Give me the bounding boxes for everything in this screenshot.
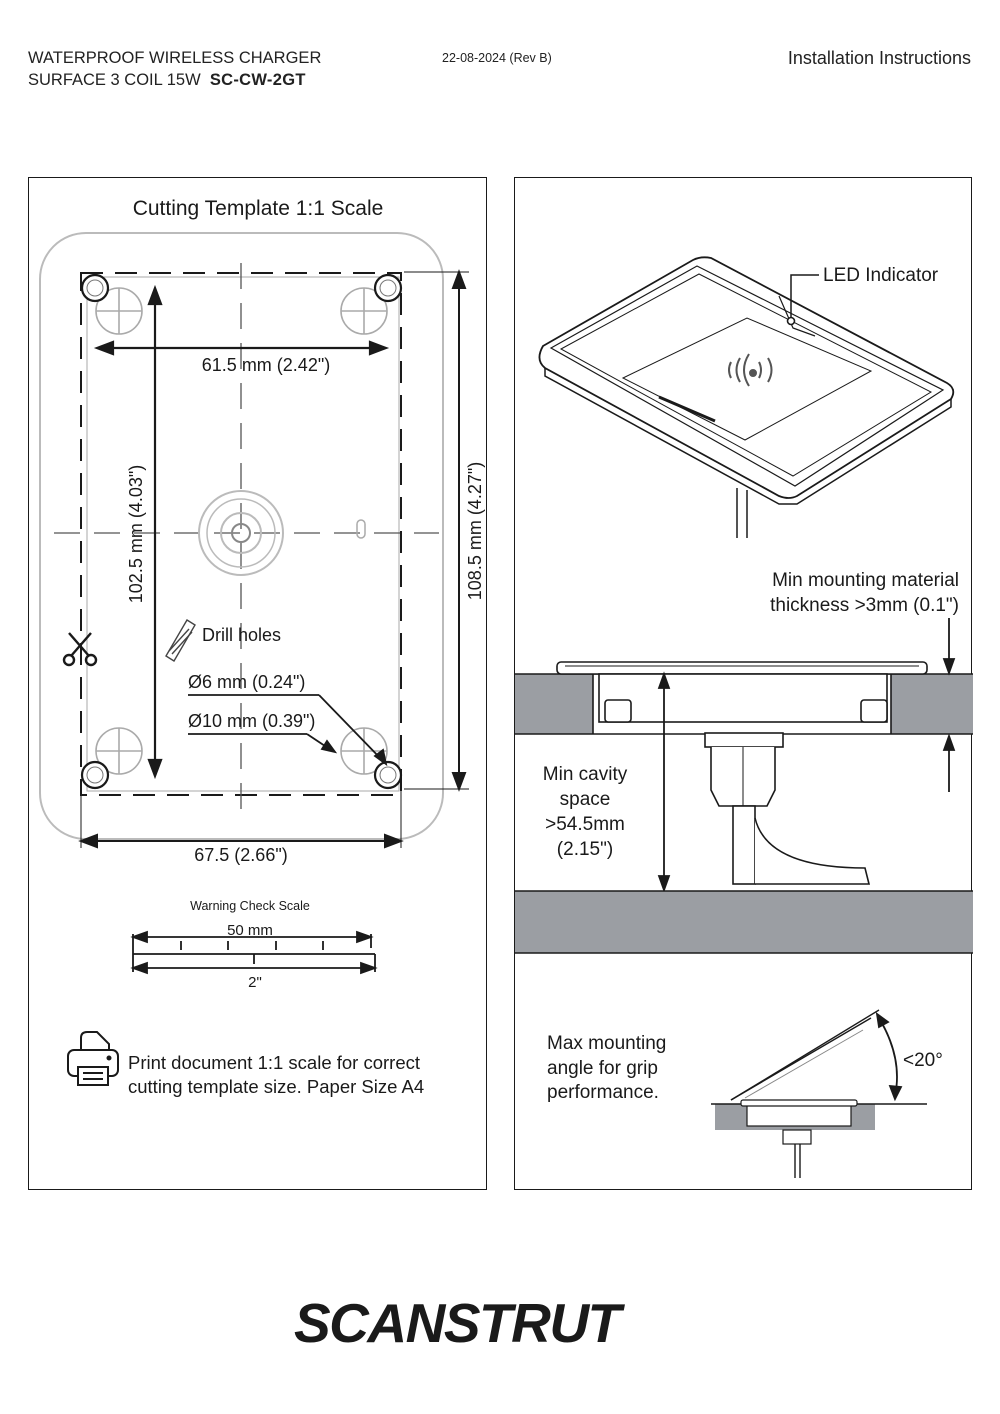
date-revision: 22-08-2024 (Rev B) (442, 51, 552, 65)
dim-hole-spacing-v-label: 102.5 mm (4.03") (126, 465, 146, 603)
dim-hole-spacing-h (93, 340, 390, 356)
wireless-symbol-icon (728, 353, 773, 387)
print-note-line1: Print document 1:1 scale for correct (128, 1052, 420, 1073)
material-thickness-line2: thickness >3mm (0.1") (770, 595, 959, 616)
dim-outer-v (404, 269, 469, 792)
hole-leaders (188, 694, 388, 767)
angle-line1: Max mounting (547, 1033, 666, 1054)
cable-gland (198, 490, 284, 576)
cavity-arrow (657, 671, 671, 893)
thickness-arrows (942, 618, 956, 792)
angle-arc (875, 1012, 903, 1102)
scale-check-title: Warning Check Scale (190, 899, 310, 913)
brand-name: SCANSTRUT (294, 1292, 626, 1354)
led-leader (790, 274, 819, 317)
inner-outline (86, 276, 400, 792)
drill-holes-label: Drill holes (202, 625, 281, 645)
cutting-template-drawing: Cutting Template 1:1 Scale (39, 197, 485, 1097)
drill-bit-icon (165, 619, 196, 662)
angle-line2: angle for grip (547, 1058, 658, 1079)
material-thickness-line1: Min mounting material (772, 570, 959, 591)
charger-cable (736, 488, 748, 538)
installation-drawing: LED Indicator Min mounting material thic… (515, 256, 973, 1178)
product-line2-row: SURFACE 3 COIL 15W SC-CW-2GT (28, 69, 321, 91)
hole-small-label: Ø6 mm (0.24") (188, 672, 305, 692)
cavity-line2: space (560, 789, 611, 810)
cutting-template-panel: Cutting Template 1:1 Scale (28, 177, 487, 1190)
product-title: WATERPROOF WIRELESS CHARGER SURFACE 3 CO… (28, 47, 321, 91)
scale-ruler (130, 930, 378, 975)
cavity-line3: >54.5mm (545, 814, 625, 835)
template-title: Cutting Template 1:1 Scale (133, 197, 384, 220)
angle-line3: performance. (547, 1082, 659, 1103)
print-note-line2: cutting template size. Paper Size A4 (128, 1076, 424, 1097)
angle-diagram (711, 1009, 927, 1178)
small-holes (80, 273, 403, 790)
cavity-floor (515, 891, 973, 953)
cavity-line1: Min cavity (543, 764, 628, 785)
logo-wordmark: SCANSTRUT (294, 1292, 627, 1354)
angle-value: <20° (903, 1050, 943, 1071)
model-number: SC-CW-2GT (209, 71, 306, 89)
brand-mark (658, 395, 716, 423)
dim-outer-v-label: 108.5 mm (4.27") (465, 462, 485, 600)
dim-outer-h-label: 67.5 (2.66") (194, 845, 287, 865)
scale-imperial-label: 2" (248, 974, 262, 991)
led-slot (356, 519, 366, 539)
dim-hole-spacing-v (147, 284, 163, 780)
charger-cross-section (556, 661, 928, 885)
scanstrut-logo: SCANSTRUT (290, 1292, 710, 1356)
product-line2: SURFACE 3 COIL 15W (28, 71, 201, 89)
led-indicator-dot (786, 316, 796, 326)
charger-isometric (538, 256, 955, 505)
dim-hole-spacing-h-label: 61.5 mm (2.42") (202, 355, 330, 375)
cavity-line4: (2.15") (557, 839, 613, 860)
large-holes (95, 287, 388, 775)
dim-outer-h (78, 790, 404, 849)
product-line1: WATERPROOF WIRELESS CHARGER (28, 49, 322, 67)
led-indicator-label: LED Indicator (823, 265, 939, 286)
scissors-icon (62, 632, 98, 667)
scale-metric-label: 50 mm (227, 922, 273, 939)
document-type: Installation Instructions (787, 48, 971, 68)
product-outline (39, 232, 444, 840)
installation-diagram-panel: LED Indicator Min mounting material thic… (514, 177, 973, 1190)
printer-icon (67, 1031, 119, 1086)
hole-large-label: Ø10 mm (0.39") (188, 711, 315, 731)
